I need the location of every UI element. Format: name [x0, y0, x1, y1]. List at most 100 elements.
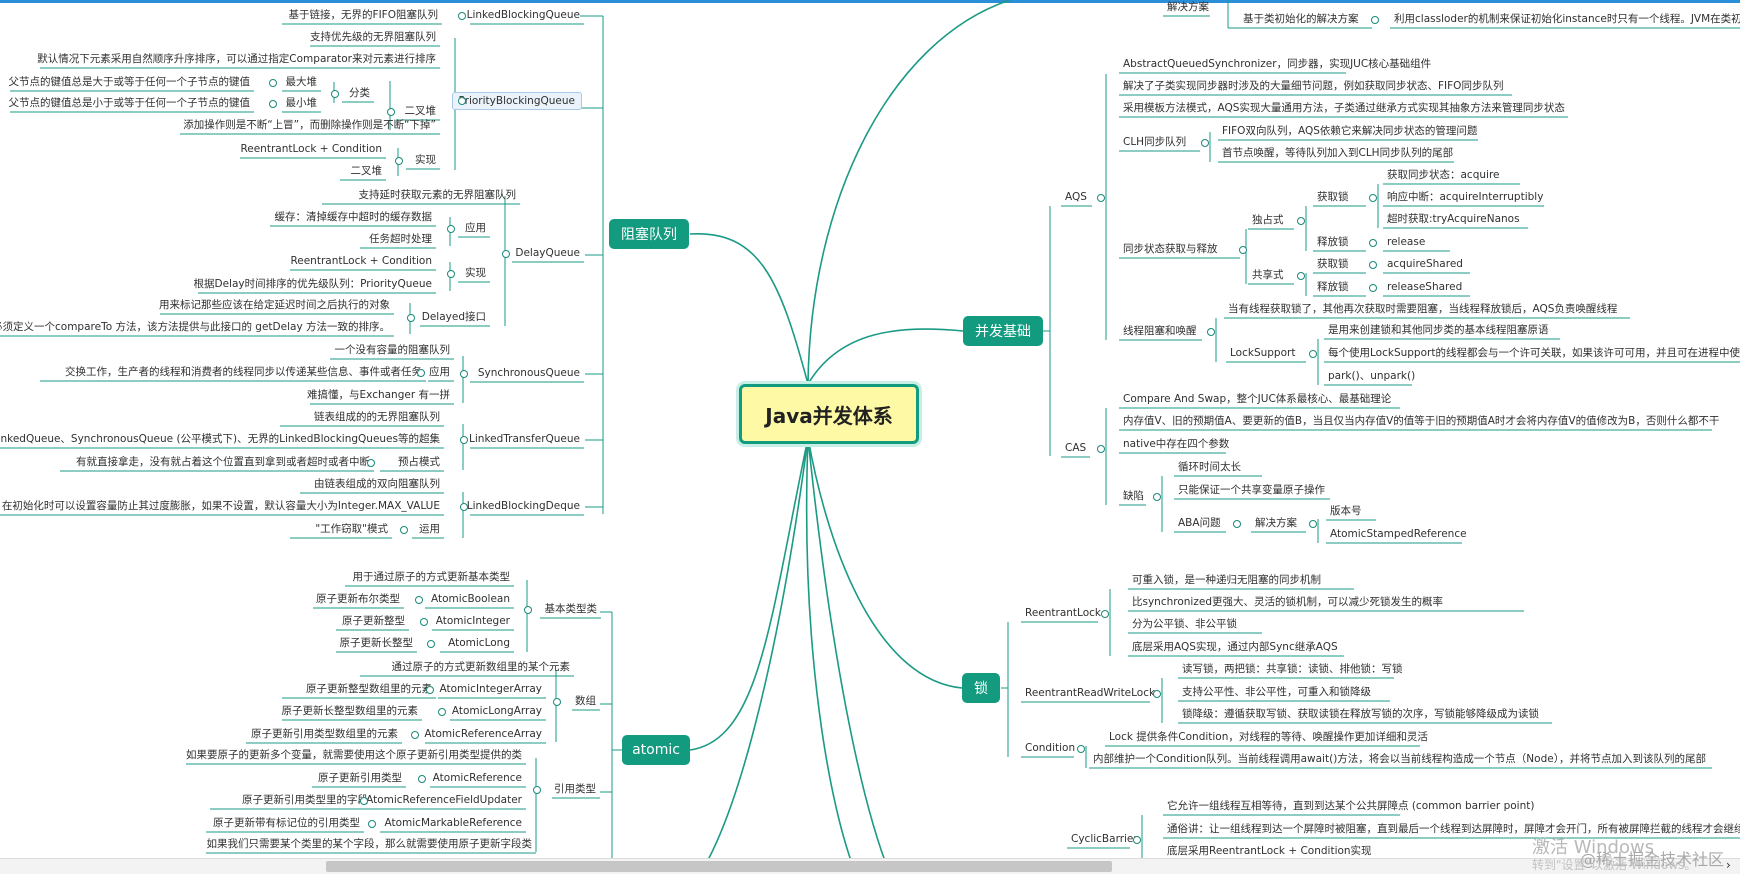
node-linked-blocking-deque[interactable]: LinkedBlockingDeque	[466, 500, 580, 512]
node-int-desc[interactable]: 原子更新整型	[342, 615, 405, 627]
node-aqs-desc1[interactable]: AbstractQueuedSynchronizer，同步器，实现JUC核心基础…	[1123, 58, 1432, 70]
node-min-heap[interactable]: 最小堆	[285, 97, 318, 109]
collapse-toggle-icon[interactable]	[1309, 350, 1317, 358]
collapse-toggle-icon[interactable]	[420, 618, 428, 626]
node-bool-desc[interactable]: 原子更新布尔类型	[316, 593, 400, 605]
collapse-toggle-icon[interactable]	[417, 369, 425, 377]
central-topic[interactable]: Java并发体系	[739, 384, 919, 444]
collapse-toggle-icon[interactable]	[524, 606, 532, 614]
node-lbd-use[interactable]: 运用	[419, 523, 440, 535]
node-array-desc[interactable]: 通过原子的方式更新数组里的某个元素	[391, 661, 571, 673]
collapse-toggle-icon[interactable]	[533, 786, 541, 794]
node-block-desc[interactable]: 当有线程获取锁了，其他再次获取时需要阻塞，当线程释放锁后，AQS负责唤醒线程	[1228, 303, 1618, 315]
node-atomic-markable-reference[interactable]: AtomicMarkableReference	[384, 817, 522, 829]
node-ltq-desc[interactable]: 链表组成的的无界阻塞队列	[314, 411, 440, 423]
node-lbd-use-desc[interactable]: "工作窃取"模式	[315, 523, 388, 535]
node-aba-solution[interactable]: 解决方案	[1255, 517, 1297, 529]
node-ref-more[interactable]: 如果我们只需要某个类里的某个字段，那么就需要使用原子更新字段类	[206, 838, 533, 850]
node-delayed-interface[interactable]: Delayed接口	[421, 311, 486, 323]
node-atomic-long-array[interactable]: AtomicLongArray	[451, 705, 542, 717]
collapse-toggle-icon[interactable]	[1201, 139, 1209, 147]
collapse-toggle-icon[interactable]	[269, 79, 277, 87]
collapse-toggle-icon[interactable]	[426, 686, 434, 694]
node-pbq-desc[interactable]: 支持优先级的无界阻塞队列	[310, 31, 436, 43]
collapse-toggle-icon[interactable]	[1153, 690, 1161, 698]
node-atomic-reference-field-updater[interactable]: AtomicReferenceFieldUpdater	[366, 794, 522, 806]
collapse-toggle-icon[interactable]	[368, 820, 376, 828]
collapse-toggle-icon[interactable]	[1153, 493, 1161, 501]
collapse-toggle-icon[interactable]	[1207, 328, 1215, 336]
node-ls3[interactable]: park()、unpark()	[1328, 370, 1416, 382]
node-sq-apply-desc[interactable]: 交换工作，生产者的线程和消费者的线程同步以传递某些信息、事件或者任务	[65, 366, 422, 378]
node-linked-transfer-queue[interactable]: LinkedTransferQueue	[469, 433, 580, 445]
node-cas-desc3[interactable]: native中存在四个参数	[1123, 438, 1230, 450]
collapse-toggle-icon[interactable]	[411, 731, 419, 739]
node-linked-blocking-queue[interactable]: LinkedBlockingQueue	[466, 9, 580, 21]
collapse-toggle-icon[interactable]	[415, 596, 423, 604]
collapse-toggle-icon[interactable]	[438, 708, 446, 716]
node-loop[interactable]: 循环时间太长	[1178, 461, 1241, 473]
node-condition[interactable]: Condition	[1025, 742, 1076, 754]
node-min-heap-desc[interactable]: 父节点的键值总是小于或等于任何一个子节点的键值	[8, 97, 251, 109]
node-ref-desc[interactable]: 如果要原子的更新多个变量，就需要使用这个原子更新引用类型提供的类	[186, 749, 522, 761]
node-ltq-pre-desc[interactable]: 有就直接拿走，没有就占着这个位置直到拿到或者超时或者中断	[76, 456, 370, 468]
collapse-toggle-icon[interactable]	[458, 97, 466, 105]
node-priority-blocking-queue[interactable]: PriorityBlockingQueue	[451, 92, 582, 110]
node-release-shared[interactable]: releaseShared	[1387, 281, 1463, 293]
node-arrays[interactable]: 数组	[575, 695, 596, 707]
node-defects[interactable]: 缺陷	[1123, 490, 1144, 502]
node-version[interactable]: 版本号	[1330, 505, 1362, 517]
node-class-init-desc[interactable]: 利用classloder的机制来保证初始化instance时只有一个线程。JVM…	[1394, 13, 1740, 25]
node-int-array-desc[interactable]: 原子更新整型数组里的元素	[306, 683, 432, 695]
node-class-init[interactable]: 基于类初始化的解决方案	[1243, 13, 1359, 25]
collapse-toggle-icon[interactable]	[1369, 284, 1377, 292]
node-rw-3[interactable]: 锁降级：遵循获取写锁、获取读锁在释放写锁的次序，写锁能够降级成为读锁	[1182, 708, 1539, 720]
node-synchronous-queue[interactable]: SynchronousQueue	[477, 367, 580, 379]
node-delay-queue[interactable]: DelayQueue	[515, 247, 580, 259]
node-pbq-sort[interactable]: 默认情况下元素采用自然顺序升序排序，可以通过指定Comparator来对元素进行…	[37, 53, 436, 65]
node-delayed-desc2[interactable]: 类必须定义一个compareTo 方法，该方法提供与此接口的 getDelay …	[0, 321, 390, 333]
node-cas-desc1[interactable]: Compare And Swap，整个JUC体系最核心、最基础理论	[1123, 393, 1392, 405]
node-atomic-reference[interactable]: AtomicReference	[432, 772, 522, 784]
node-markable-desc[interactable]: 原子更新带有标记位的引用类型	[213, 817, 360, 829]
collapse-toggle-icon[interactable]	[1233, 520, 1241, 528]
node-basic-desc[interactable]: 用于通过原子的方式更新基本类型	[352, 571, 511, 583]
node-cas-desc2[interactable]: 内存值V、旧的预期值A、要更新的值B，当且仅当内存值V的值等于旧的预期值A时才会…	[1123, 415, 1720, 427]
node-nanos[interactable]: 超时获取:tryAcquireNanos	[1387, 213, 1520, 225]
node-clh-queue[interactable]: CLH同步队列	[1123, 136, 1187, 148]
collapse-toggle-icon[interactable]	[395, 157, 403, 165]
node-aqs-desc3[interactable]: 采用模板方法模式，AQS实现大量通用方法，子类通过继承方式实现其抽象方法来管理同…	[1123, 102, 1565, 114]
node-pbq-impl-lock[interactable]: ReentrantLock + Condition	[240, 143, 382, 155]
node-shared[interactable]: 共享式	[1252, 269, 1284, 281]
collapse-toggle-icon[interactable]	[502, 250, 510, 258]
collapse-toggle-icon[interactable]	[1369, 261, 1377, 269]
collapse-toggle-icon[interactable]	[427, 640, 435, 648]
collapse-toggle-icon[interactable]	[1239, 246, 1247, 254]
node-sq-desc[interactable]: 一个没有容量的阻塞队列	[334, 344, 451, 356]
node-dq-apply[interactable]: 应用	[465, 222, 486, 234]
collapse-toggle-icon[interactable]	[447, 225, 455, 233]
node-binary-heap[interactable]: 二叉堆	[404, 105, 437, 117]
collapse-toggle-icon[interactable]	[418, 775, 426, 783]
node-rl-3[interactable]: 分为公平锁、非公平锁	[1132, 618, 1237, 630]
collapse-toggle-icon[interactable]	[447, 270, 455, 278]
node-release[interactable]: release	[1387, 236, 1426, 248]
collapse-toggle-icon[interactable]	[460, 503, 468, 511]
node-aqs-desc2[interactable]: 解决了子类实现同步器时涉及的大量细节问题，例如获取同步状态、FIFO同步队列	[1123, 80, 1504, 92]
node-aqs[interactable]: AQS	[1065, 191, 1087, 203]
node-single[interactable]: 只能保证一个共享变量原子操作	[1178, 484, 1325, 496]
node-ref-type-desc[interactable]: 原子更新引用类型	[318, 772, 402, 784]
scroll-right-arrow-icon[interactable]: ›	[1726, 858, 1731, 872]
node-aba[interactable]: ABA问题	[1178, 517, 1221, 529]
node-stamped[interactable]: AtomicStampedReference	[1330, 528, 1467, 540]
collapse-toggle-icon[interactable]	[1369, 239, 1377, 247]
node-ref-field-desc[interactable]: 原子更新引用类型里的字段	[242, 794, 368, 806]
collapse-toggle-icon[interactable]	[1097, 194, 1105, 202]
collapse-toggle-icon[interactable]	[367, 459, 375, 467]
node-sq-apply[interactable]: 应用	[429, 366, 450, 378]
topic-concurrency-basics[interactable]: 并发基础	[963, 316, 1043, 346]
node-lbq-desc[interactable]: 基于链接，无界的FIFO阻塞队列	[288, 9, 438, 21]
collapse-toggle-icon[interactable]	[458, 12, 466, 20]
collapse-toggle-icon[interactable]	[331, 90, 339, 98]
collapse-toggle-icon[interactable]	[1297, 272, 1305, 280]
